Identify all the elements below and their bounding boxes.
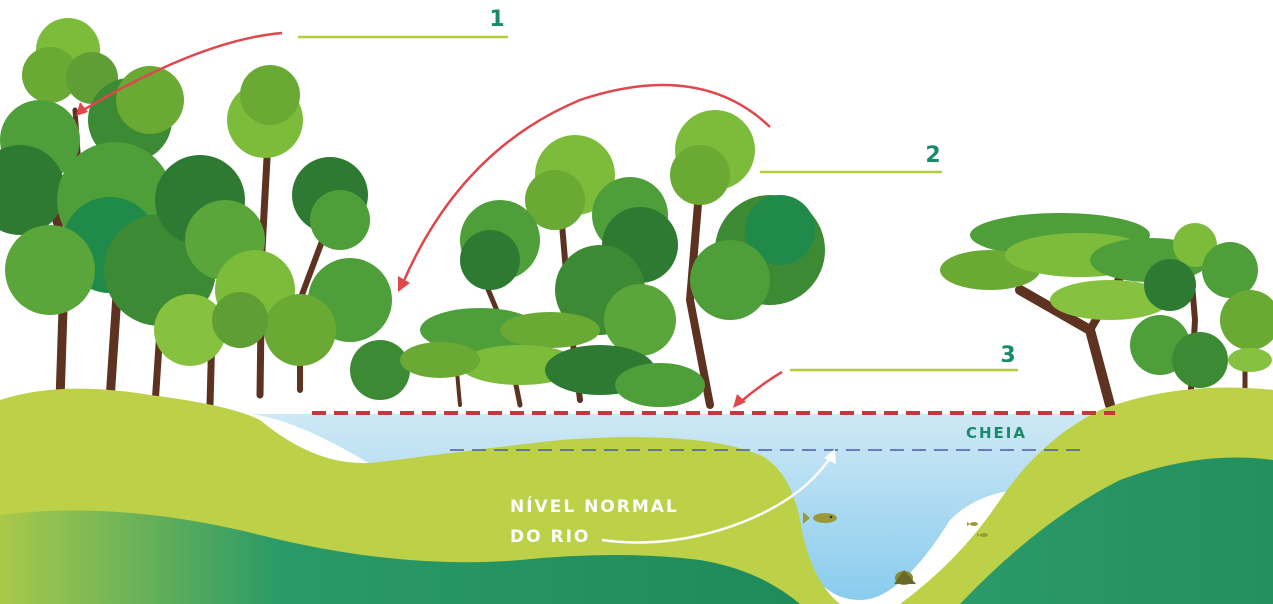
- arrow-icon: [738, 372, 782, 404]
- callout-3-number: 3: [1000, 343, 1015, 368]
- forest-middle: [400, 110, 825, 407]
- callout-3: 3: [733, 343, 1018, 408]
- forest-right: [940, 213, 1273, 405]
- normal-level-label-line2: DO RIO: [510, 527, 590, 547]
- callout-1-number: 1: [489, 7, 504, 32]
- normal-level-label-line1: NÍVEL NORMAL: [510, 495, 679, 517]
- fish-icon: [967, 522, 978, 526]
- callout-2-number: 2: [925, 143, 940, 168]
- flood-label: CHEIA: [966, 424, 1027, 442]
- forest-left: [0, 18, 410, 405]
